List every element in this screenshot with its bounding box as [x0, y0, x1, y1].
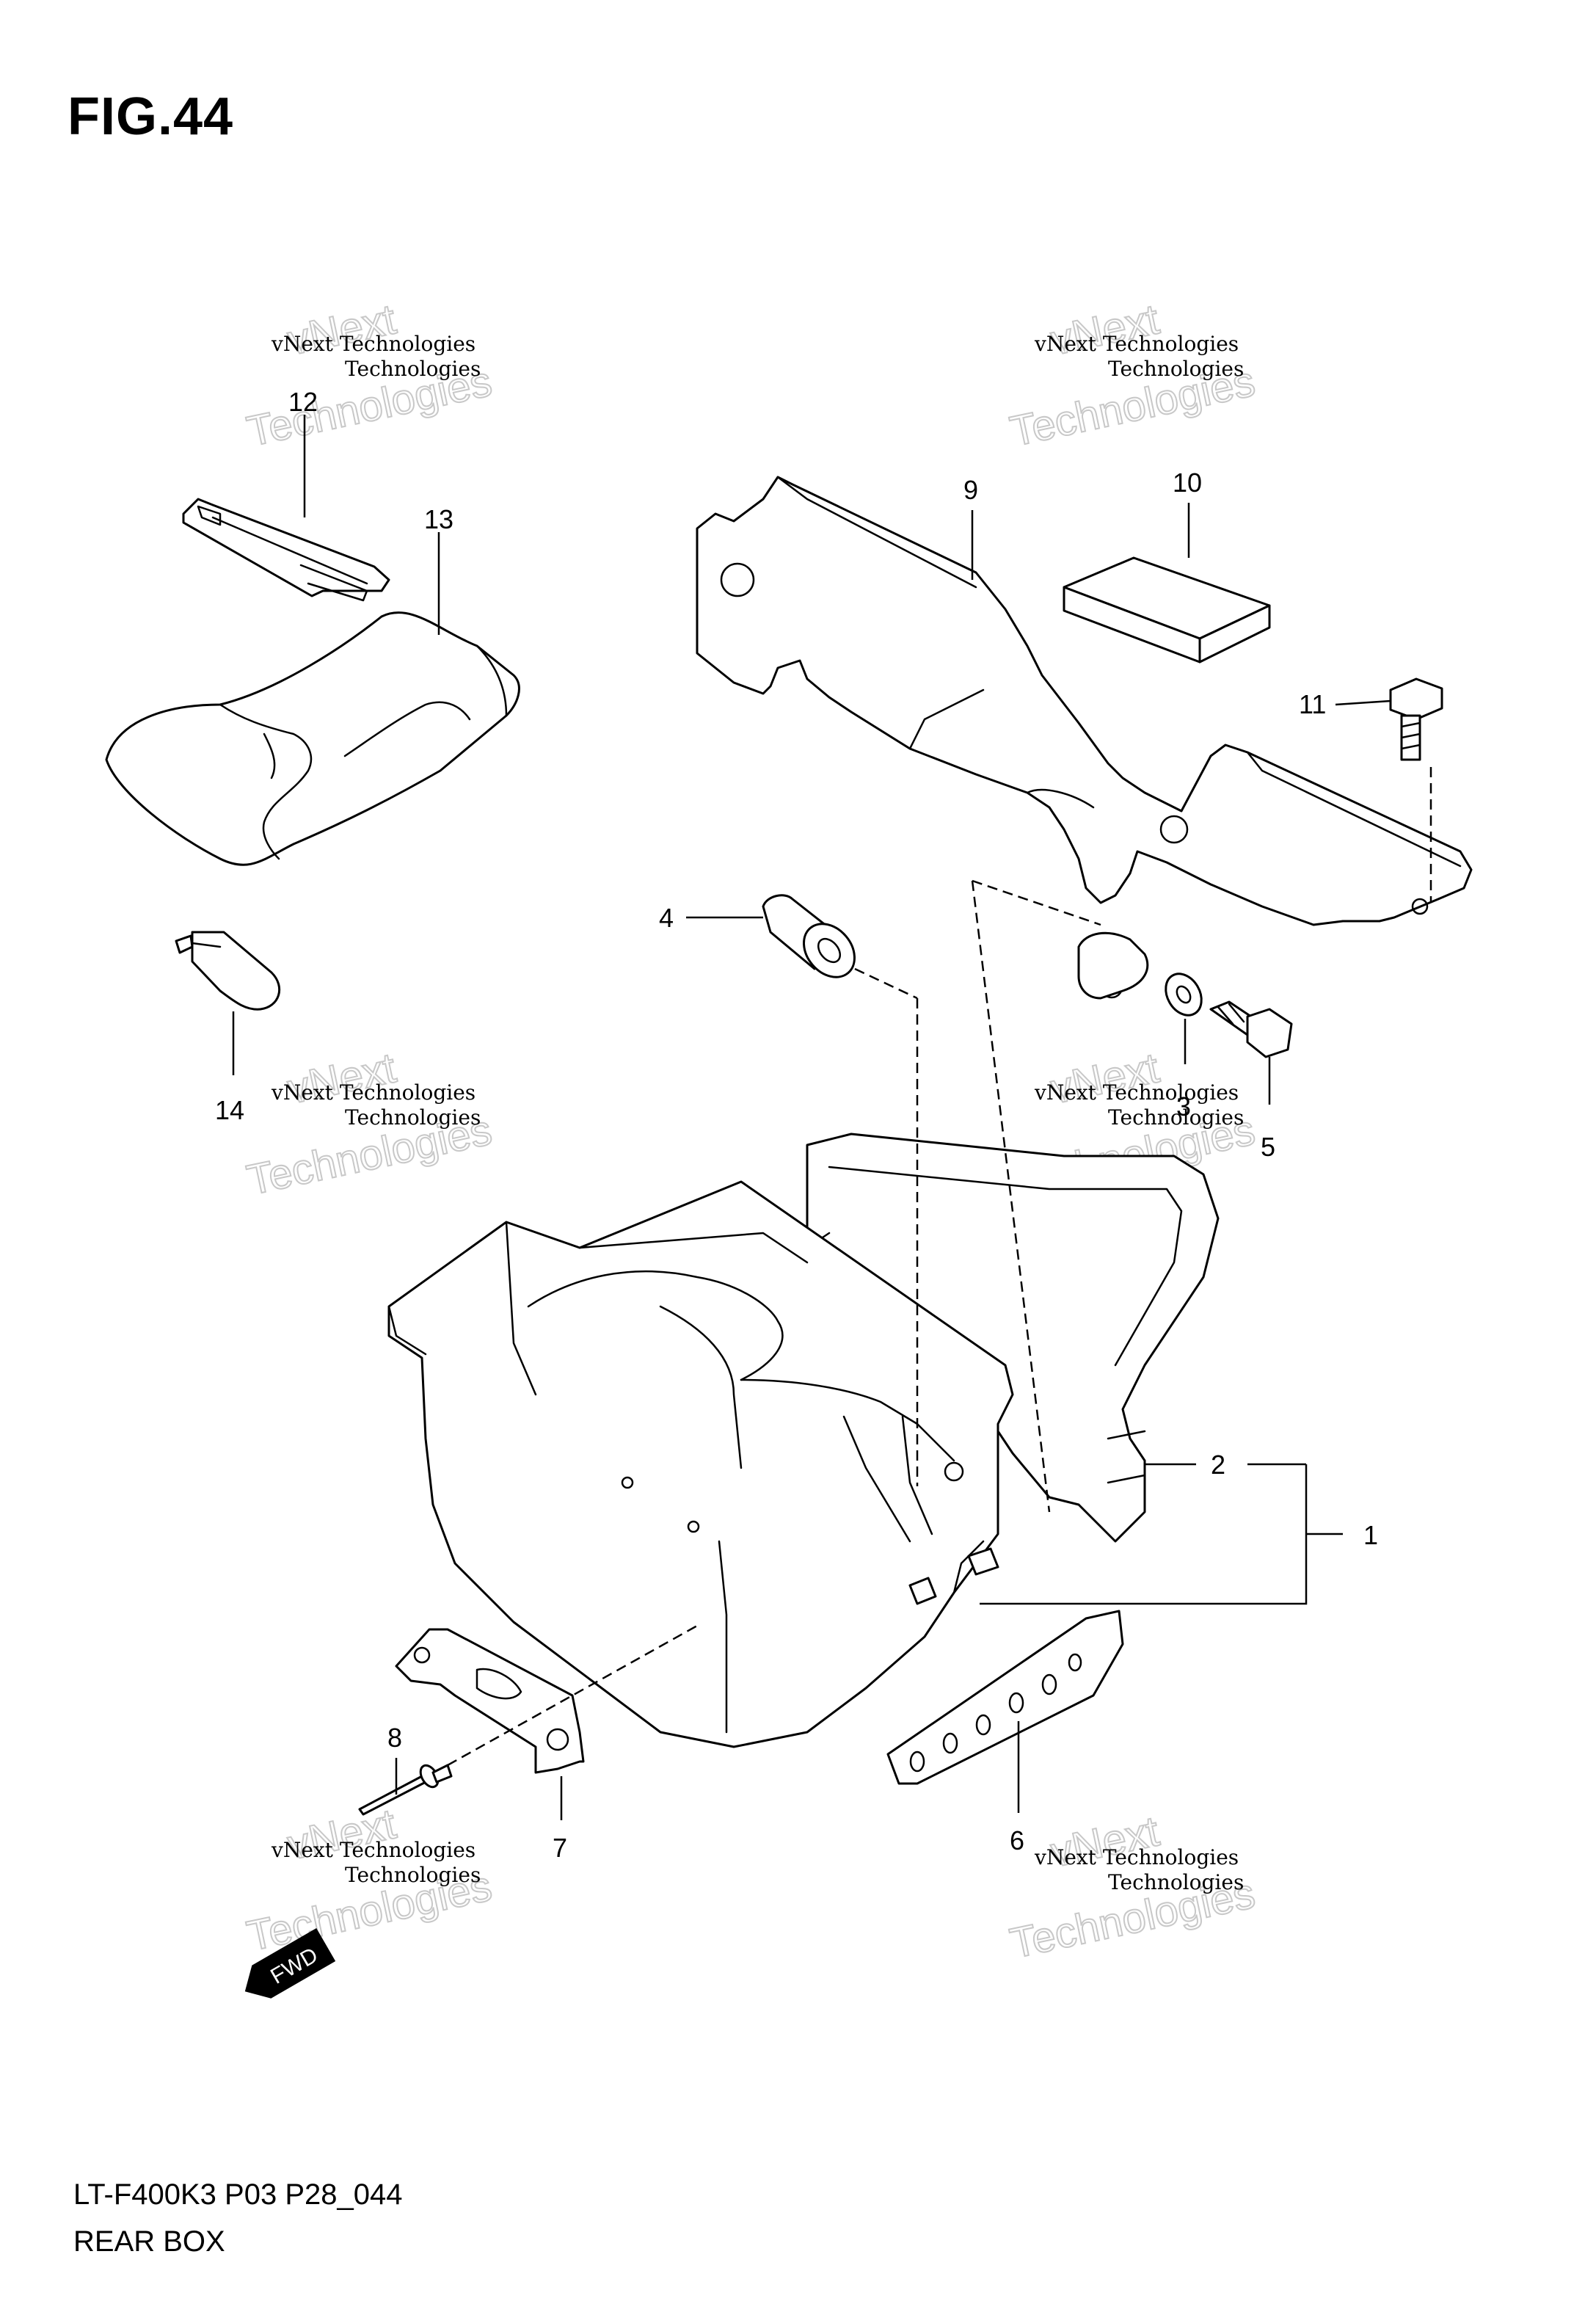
callout-3: 3	[1176, 1091, 1191, 1122]
watermark-small-text: Technologies	[1108, 1870, 1244, 1894]
callout-6: 6	[1010, 1825, 1024, 1855]
model-code: LT-F400K3 P03 P28_044	[73, 2178, 403, 2211]
callout-13: 13	[424, 504, 453, 534]
part-10-pad[interactable]	[1063, 556, 1271, 664]
callout-7: 7	[553, 1833, 567, 1863]
part-9-bracket[interactable]	[696, 476, 1473, 1000]
watermark-top-right: vNext Technologies vNext Technologies Te…	[1005, 294, 1260, 457]
watermark-small-text: vNext Technologies	[271, 1838, 475, 1862]
watermark-small-text: Technologies	[345, 1863, 481, 1887]
watermark-small-text: Technologies	[1108, 1105, 1244, 1130]
callout-5: 5	[1261, 1132, 1275, 1162]
leader-lines	[232, 415, 1432, 1820]
watermark-small-text: Technologies	[345, 357, 481, 381]
callout-9: 9	[963, 475, 978, 505]
part-7-plate[interactable]	[395, 1628, 585, 1774]
part-13-cushion[interactable]	[105, 611, 520, 866]
figure-title: FIG.44	[68, 87, 234, 146]
watermark-small-text: Technologies	[1108, 357, 1244, 381]
part-3-washer[interactable]	[1159, 967, 1209, 1022]
callout-labels: 1 2 3 4 5 6 7 8 9 10 11 12 13 14	[215, 387, 1378, 1863]
callout-12: 12	[288, 387, 318, 417]
part-8-rivet[interactable]	[358, 1762, 453, 1816]
watermark-small-text: Technologies	[345, 1105, 481, 1130]
callout-11: 11	[1299, 689, 1326, 719]
callout-1: 1	[1363, 1520, 1378, 1550]
watermark-mid-left: vNext Technologies vNext Technologies Te…	[242, 1043, 497, 1205]
watermark-bottom-left: vNext Technologies vNext Technologies Te…	[242, 1799, 497, 1961]
part-11-bolt[interactable]	[1389, 677, 1443, 761]
watermark-small-text: vNext Technologies	[1034, 332, 1239, 356]
part-1-rear-box[interactable]	[387, 1180, 1014, 1748]
callout-2: 2	[1211, 1450, 1225, 1480]
watermark-small-text: vNext Technologies	[271, 1080, 475, 1105]
watermark-small-text: vNext Technologies	[271, 332, 475, 356]
part-12-strap[interactable]	[182, 498, 390, 602]
watermark-small-text: vNext Technologies	[1034, 1845, 1239, 1869]
callout-8: 8	[387, 1723, 402, 1753]
callout-10: 10	[1173, 468, 1202, 498]
part-14-plug[interactable]	[175, 931, 281, 1011]
callout-4: 4	[659, 903, 674, 933]
part-5-bolt[interactable]	[1209, 1000, 1293, 1058]
watermark-bottom-right: vNext Technologies vNext Technologies Te…	[1005, 1806, 1260, 1969]
watermark-small-text: vNext Technologies	[1034, 1080, 1239, 1105]
diagram-name: REAR BOX	[73, 2225, 225, 2258]
callout-14: 14	[215, 1095, 244, 1125]
watermark-top-left: vNext Technologies vNext Technologies Te…	[242, 294, 497, 457]
part-6-strip[interactable]	[886, 1610, 1124, 1785]
part-4-grommet[interactable]	[762, 894, 865, 987]
